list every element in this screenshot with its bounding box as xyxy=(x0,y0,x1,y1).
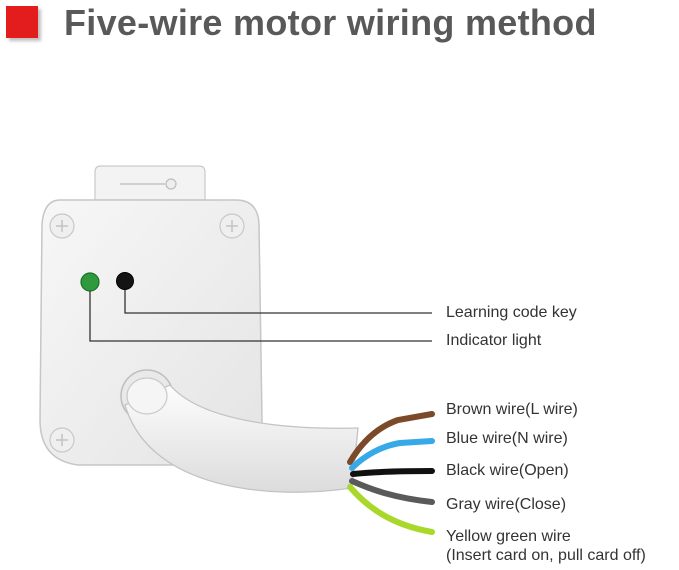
screw-icon xyxy=(219,213,245,239)
screw-icon xyxy=(49,213,75,239)
screw-icon xyxy=(49,427,75,453)
indicator-light-label: Indicator light xyxy=(446,332,542,349)
learning-key-leader-line xyxy=(124,290,432,314)
black-wire-label: Black wire(Open) xyxy=(446,462,569,479)
title-marker xyxy=(6,6,38,38)
brown-wire xyxy=(347,411,435,465)
wire-bundle xyxy=(347,411,435,535)
learning-code-key-label: Learning code key xyxy=(446,304,577,321)
yellow-green-wire-label: Yellow green wire xyxy=(446,528,571,545)
black-wire xyxy=(350,468,435,477)
gray-wire xyxy=(349,478,435,505)
blue-wire xyxy=(349,438,435,471)
brown-wire-label: Brown wire(L wire) xyxy=(446,401,578,418)
gray-wire-label: Gray wire(Close) xyxy=(446,496,567,513)
blue-wire-label: Blue wire(N wire) xyxy=(446,430,568,447)
yellow-green-wire xyxy=(347,484,435,535)
indicator-leader-line xyxy=(89,291,432,342)
indicator-light xyxy=(80,272,100,292)
mounting-tab xyxy=(94,165,206,201)
page-title: Five-wire motor wiring method xyxy=(64,2,597,43)
yellow-green-wire-note: (Insert card on, pull card off) xyxy=(446,547,646,564)
learning-code-key[interactable] xyxy=(116,272,134,290)
motor-housing xyxy=(39,199,263,466)
